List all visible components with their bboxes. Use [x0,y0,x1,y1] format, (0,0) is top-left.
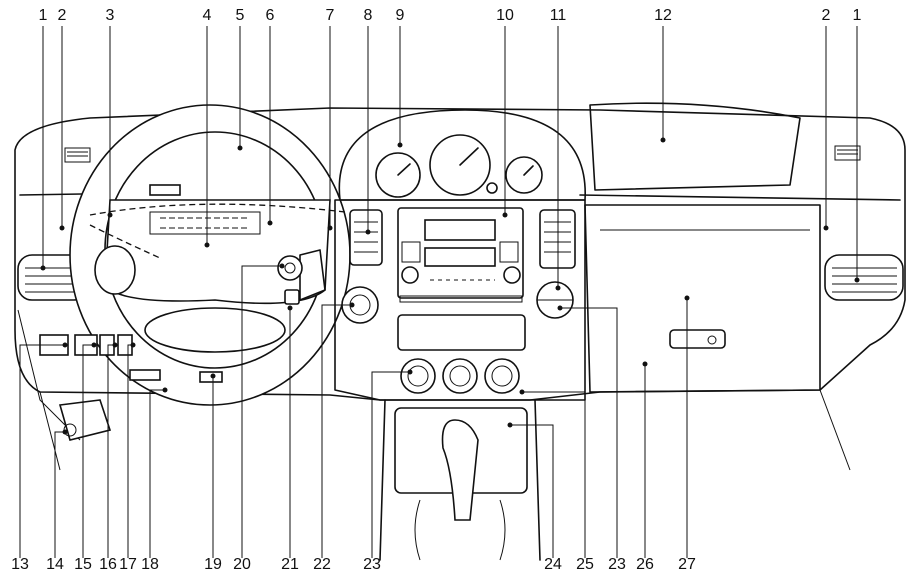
leader-dots-top [40,137,860,291]
leader-lines-top [42,26,858,288]
callout-label-bottom: 17 [119,556,137,573]
callout-label-bottom: 16 [99,556,117,573]
callout-label-top: 1 [38,7,48,24]
side-vent-right [824,254,904,301]
instrument-cluster [338,109,586,201]
callout-label-bottom: 23 [363,556,381,573]
callout-label-bottom: 22 [313,556,331,573]
callout-label-top: 10 [496,7,514,24]
callout-label-bottom: 25 [576,556,594,573]
callout-label-top: 9 [395,7,405,24]
leader-lines-bottom [19,265,688,558]
callout-label-bottom: 13 [11,556,29,573]
callout-label-bottom: 14 [46,556,64,573]
callout-label-bottom: 18 [141,556,159,573]
callout-label-top: 5 [235,7,245,24]
callout-label-top: 4 [202,7,212,24]
callout-label-top: 12 [654,7,672,24]
callout-label-bottom: 15 [74,556,92,573]
callout-label-top: 3 [105,7,115,24]
callout-label-top: 1 [852,7,862,24]
callout-label-bottom: 21 [281,556,299,573]
callout-label-top: 8 [363,7,373,24]
callout-label-bottom: 27 [678,556,696,573]
callout-label-top: 11 [549,7,567,24]
callout-label-bottom: 26 [636,556,654,573]
leader-dots-bottom [62,263,690,435]
callout-label-top: 7 [325,7,335,24]
callout-label-bottom: 20 [233,556,251,573]
lower-left-switches [39,255,303,441]
callout-label-bottom: 24 [544,556,562,573]
center-console [379,399,541,561]
callout-label-top: 2 [821,7,831,24]
glove-box [584,204,821,393]
dashboard-outline [14,102,906,471]
callout-label-bottom: 23 [608,556,626,573]
center-stack [334,199,586,401]
steering-wheel [69,104,351,406]
callout-label-bottom: 19 [204,556,222,573]
callout-label-top: 2 [57,7,67,24]
callout-label-top: 6 [265,7,275,24]
